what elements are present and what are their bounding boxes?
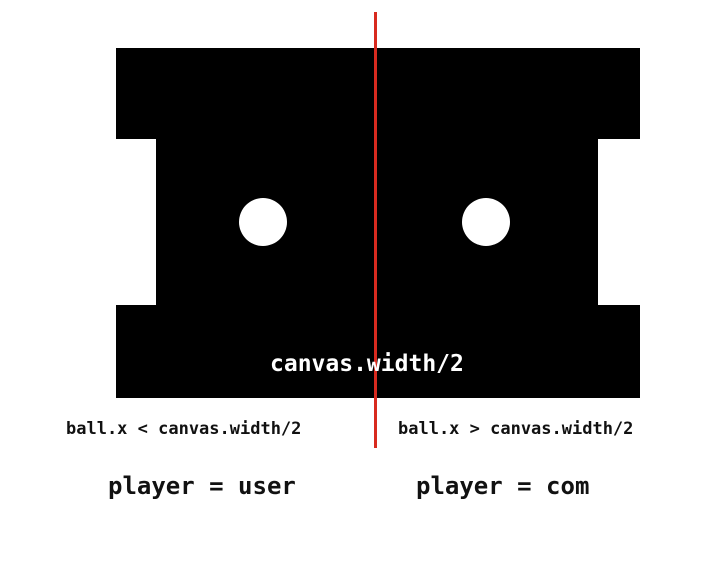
left-ball [239, 198, 287, 246]
game-field [116, 48, 640, 398]
right-ball [462, 198, 510, 246]
canvas-center-label: canvas.width/2 [270, 351, 464, 377]
right-player-label: player = com [416, 472, 590, 500]
center-divider-line [374, 12, 377, 448]
right-condition-label: ball.x > canvas.width/2 [398, 419, 634, 439]
left-condition-label: ball.x < canvas.width/2 [66, 419, 302, 439]
left-player-label: player = user [108, 472, 296, 500]
